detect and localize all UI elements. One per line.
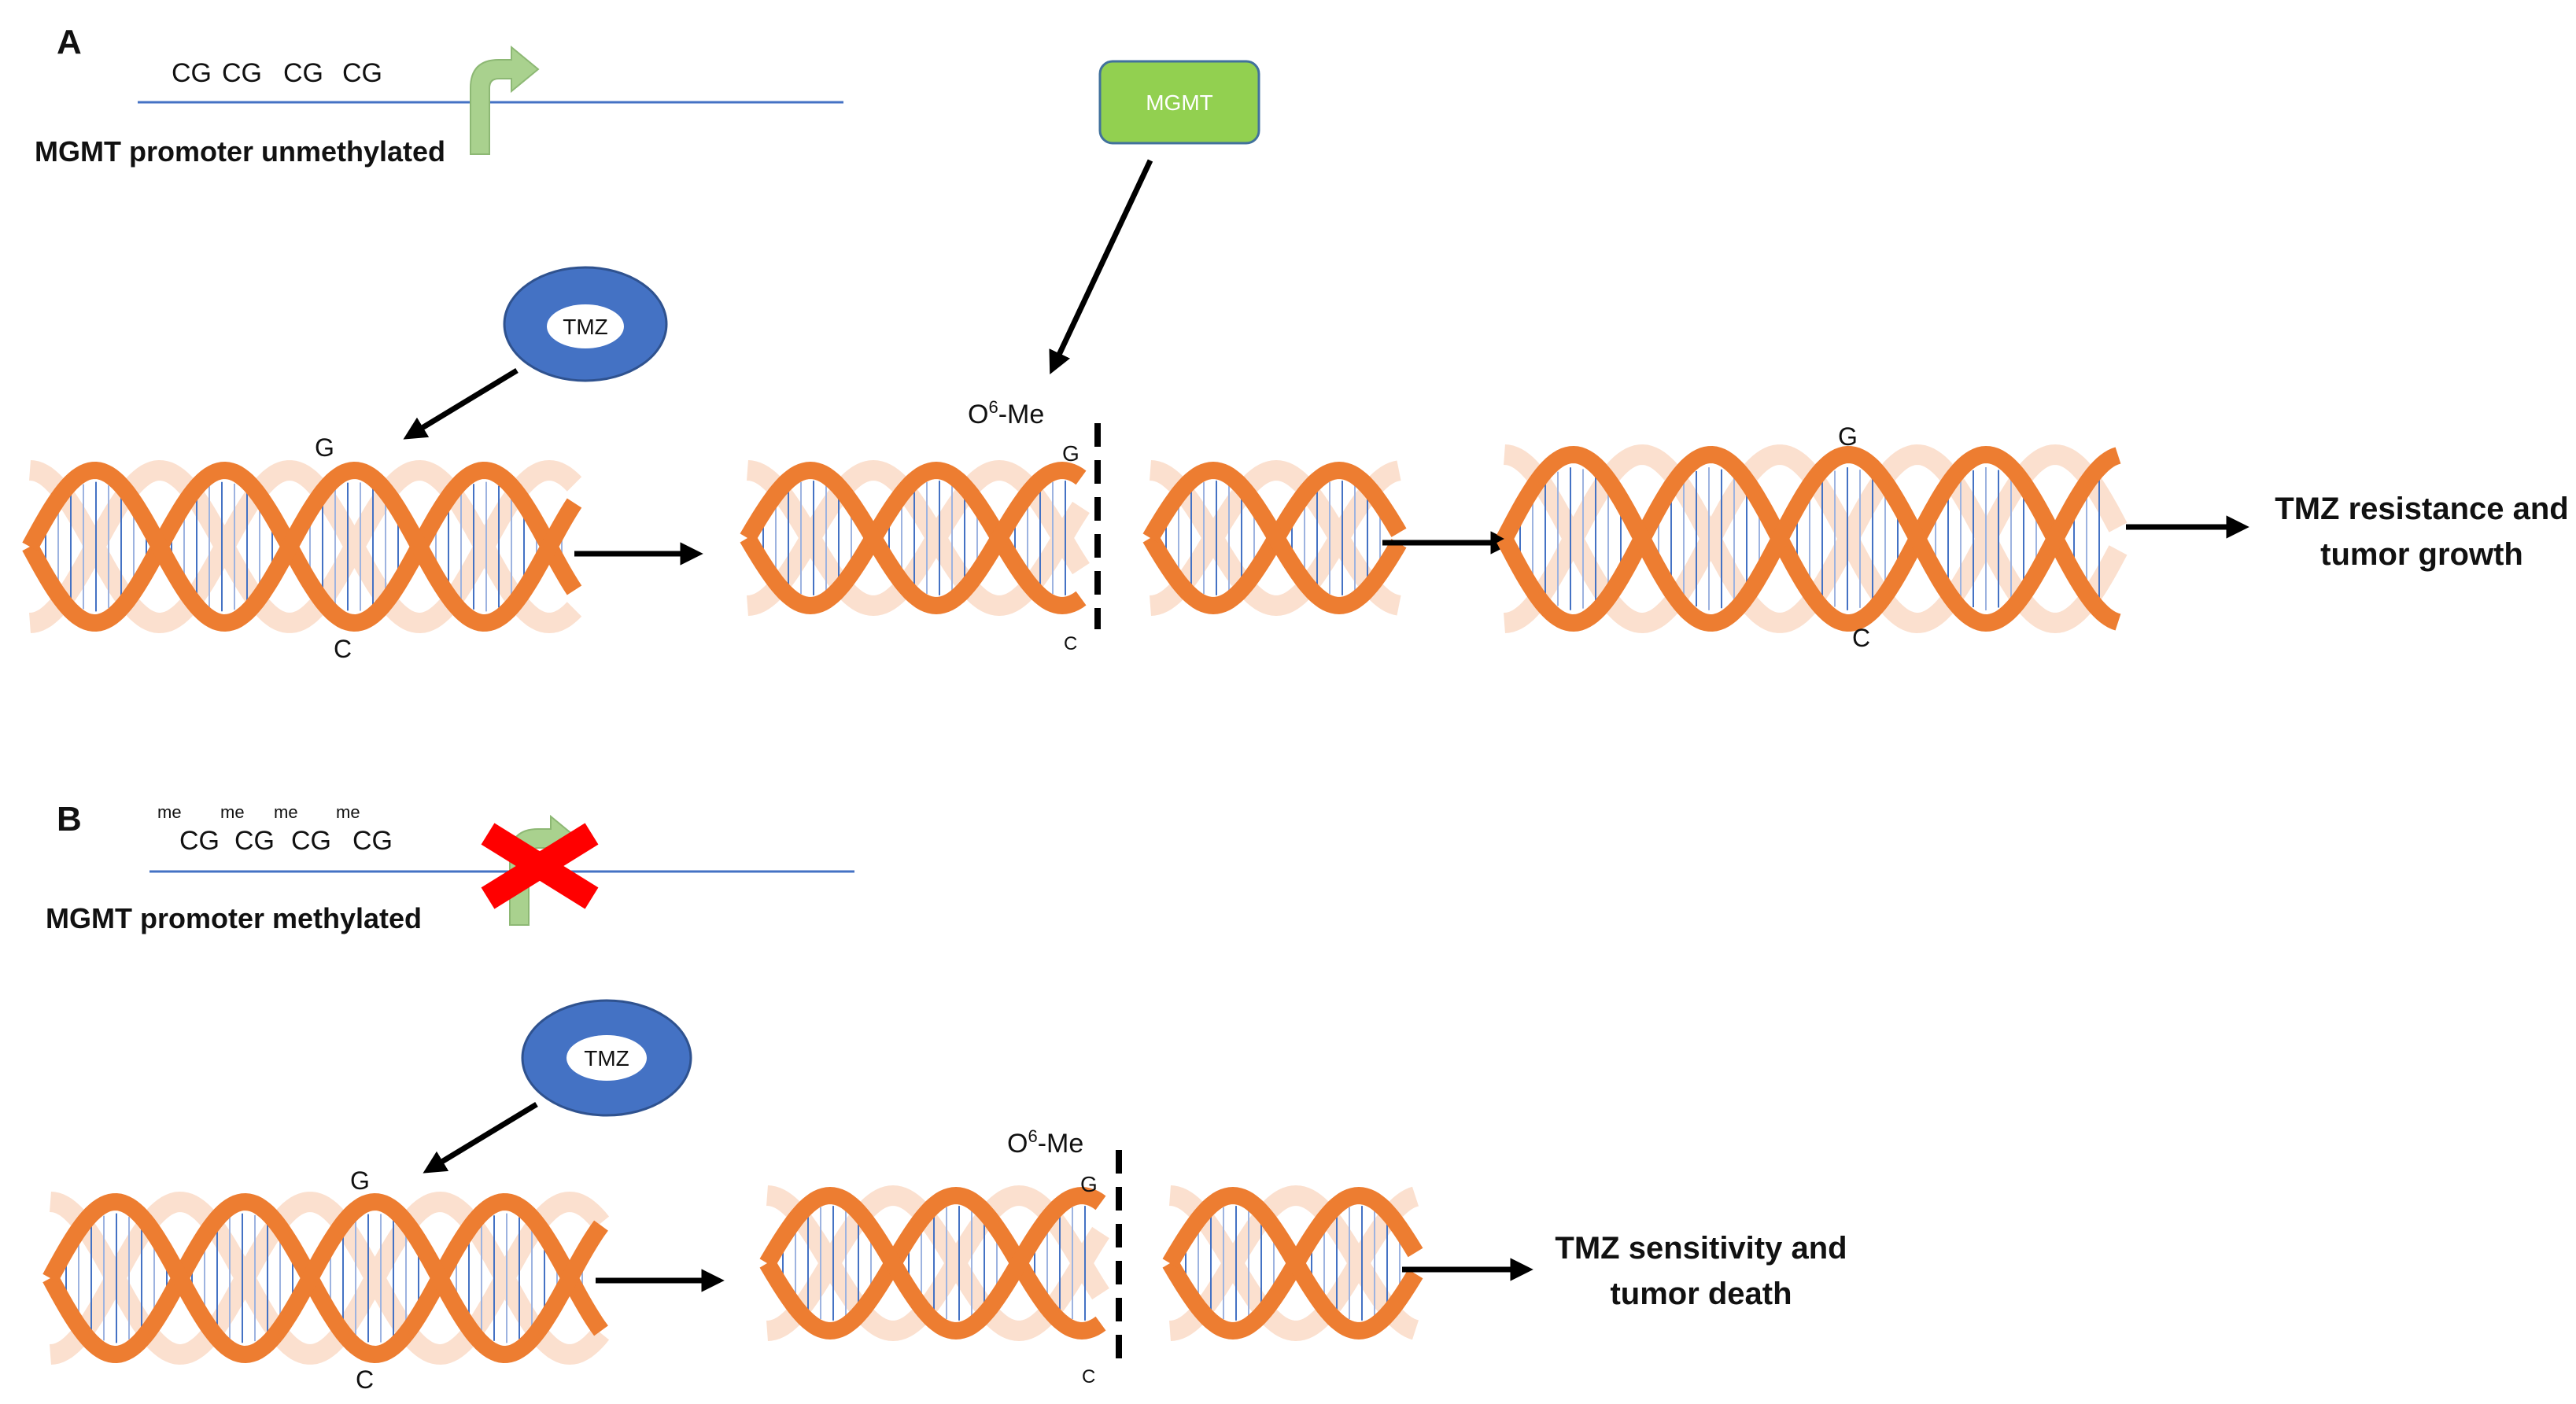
outcome-b-line-1: TMZ sensitivity and <box>1555 1231 1847 1266</box>
outcome-a-line-2: tumor growth <box>2320 537 2523 572</box>
tmz-drug-icon: TMZ <box>503 266 668 382</box>
dna-helix-intact-b <box>42 1191 610 1365</box>
mgmt-to-lesion-arrow <box>1049 159 1153 374</box>
panel-b-cg-site-4: CG <box>352 826 393 856</box>
panel-b-promoter-label: MGMT promoter methylated <box>46 902 422 934</box>
dna-helix-damaged-right <box>1142 459 1407 617</box>
outcome-a-line-1: TMZ resistance and <box>2275 492 2568 526</box>
lesion-g-label-b: G <box>1080 1172 1098 1196</box>
panel-b-cg-site-1: CG <box>179 826 220 856</box>
helix-front-strand <box>740 461 1087 615</box>
base-g-label: G <box>315 433 334 462</box>
panel-a: A CG CG CG CG MGMT promoter unmethylated… <box>22 23 2569 663</box>
panel-a-promoter-label: MGMT promoter unmethylated <box>35 135 445 168</box>
helix-back-strand <box>29 459 582 634</box>
base-g-label-b: G <box>350 1166 370 1195</box>
dna-helix-damaged-left <box>740 459 1090 617</box>
helix-front-strand <box>22 461 582 632</box>
lesion-c-label: C <box>1064 633 1077 654</box>
dna-helix-repaired <box>1497 444 2128 634</box>
helix-front-strand <box>1142 461 1407 615</box>
mgmt-protein-box <box>1098 60 1260 145</box>
mgmt-protein-label: MGMT <box>1146 90 1213 115</box>
helix-front-strand <box>42 1192 608 1364</box>
panel-b-cg-site-3: CG <box>291 826 331 856</box>
o6-methyl-label-b: O6-Me <box>1007 1126 1083 1159</box>
red-x-block-icon <box>481 823 599 909</box>
panel-a-cg-site-3: CG <box>283 58 323 88</box>
transcription-start-arrow-icon <box>470 45 540 155</box>
helix-front-strand <box>759 1186 1106 1340</box>
helix-front-strand <box>1162 1186 1423 1340</box>
outcome-b-line-2: tumor death <box>1610 1277 1792 1311</box>
panel-b: B me me me me CG CG CG CG MGMT promoter … <box>42 800 1847 1394</box>
dna-helix-damaged-left-b <box>759 1185 1109 1342</box>
o6-methyl-label: O6-Me <box>968 397 1044 429</box>
panel-b-cg-site-2: CG <box>234 826 275 856</box>
panel-b-me-mark-1: me <box>157 802 182 822</box>
panel-b-label: B <box>57 800 82 838</box>
helix-front-strand <box>22 461 582 632</box>
repaired-c-label: C <box>1852 624 1870 652</box>
helix-front-strand <box>42 1192 608 1364</box>
tmz-label: TMZ <box>563 315 608 339</box>
helix-front-strand <box>759 1186 1106 1340</box>
helix-front-strand <box>1497 445 2121 632</box>
lesion-g-label: G <box>1062 441 1079 466</box>
panel-a-label: A <box>57 23 82 61</box>
panel-a-cg-site-4: CG <box>342 58 382 88</box>
panel-a-cg-site-2: CG <box>222 58 262 88</box>
panel-b-me-mark-4: me <box>336 802 360 822</box>
helix-front-strand <box>740 461 1087 615</box>
dna-helix-intact <box>22 459 582 634</box>
base-c-label: C <box>334 635 352 663</box>
tmz-label-b: TMZ <box>584 1046 629 1071</box>
helix-front-strand <box>1497 445 2121 632</box>
lesion-c-label-b: C <box>1082 1366 1095 1387</box>
panel-b-me-mark-3: me <box>274 802 298 822</box>
tmz-to-dna-arrow <box>403 368 519 440</box>
base-c-label-b: C <box>356 1365 374 1394</box>
panel-b-me-mark-2: me <box>220 802 245 822</box>
panel-a-cg-site-1: CG <box>172 58 212 88</box>
tmz-drug-icon-b: TMZ <box>521 999 692 1117</box>
repaired-g-label: G <box>1838 422 1858 451</box>
tmz-to-dna-arrow-b <box>423 1102 538 1174</box>
dna-helix-damaged-right-b <box>1162 1185 1423 1342</box>
